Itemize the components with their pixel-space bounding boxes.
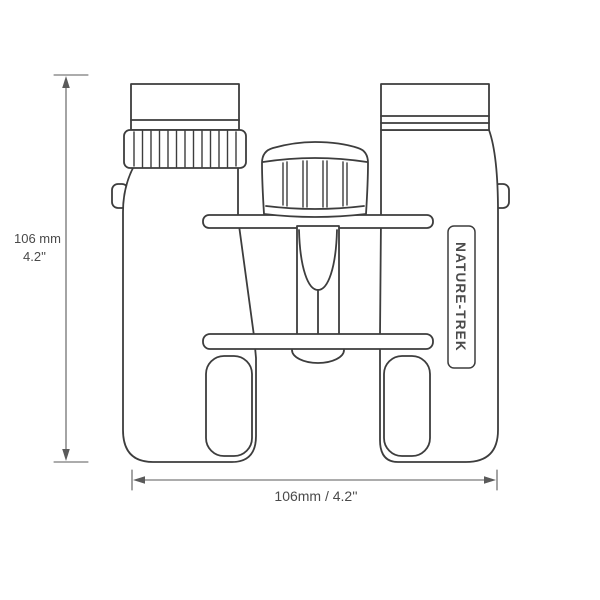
height-arrow-up-icon xyxy=(62,76,70,88)
width-arrow-right-icon xyxy=(484,476,496,484)
right-eyepiece xyxy=(380,83,490,131)
nature-trek-badge: NATURE-TREK xyxy=(447,225,476,369)
width-label: 106mm / 4.2'' xyxy=(274,488,357,504)
left-focus-ring xyxy=(123,129,247,169)
left-eyepiece xyxy=(130,83,240,131)
left-barrel-inner-tube xyxy=(205,355,253,457)
right-barrel xyxy=(379,129,499,463)
lower-bridge xyxy=(202,333,434,350)
height-arrow-down-icon xyxy=(62,449,70,461)
binoculars-drawing: NATURE-TREK xyxy=(111,83,510,463)
width-arrow-left-icon xyxy=(133,476,145,484)
height-dimension: 106 mm 4.2'' xyxy=(14,74,89,463)
left-barrel xyxy=(122,165,257,463)
right-barrel-inner-tube xyxy=(383,355,431,457)
focus-knob xyxy=(261,141,369,218)
height-label-mm: 106 mm xyxy=(14,231,61,246)
width-dimension: 106mm / 4.2'' xyxy=(131,469,498,504)
height-label-inches: 4.2'' xyxy=(23,249,46,264)
nature-trek-label: NATURE-TREK xyxy=(453,242,468,352)
hinge-column xyxy=(296,225,340,337)
